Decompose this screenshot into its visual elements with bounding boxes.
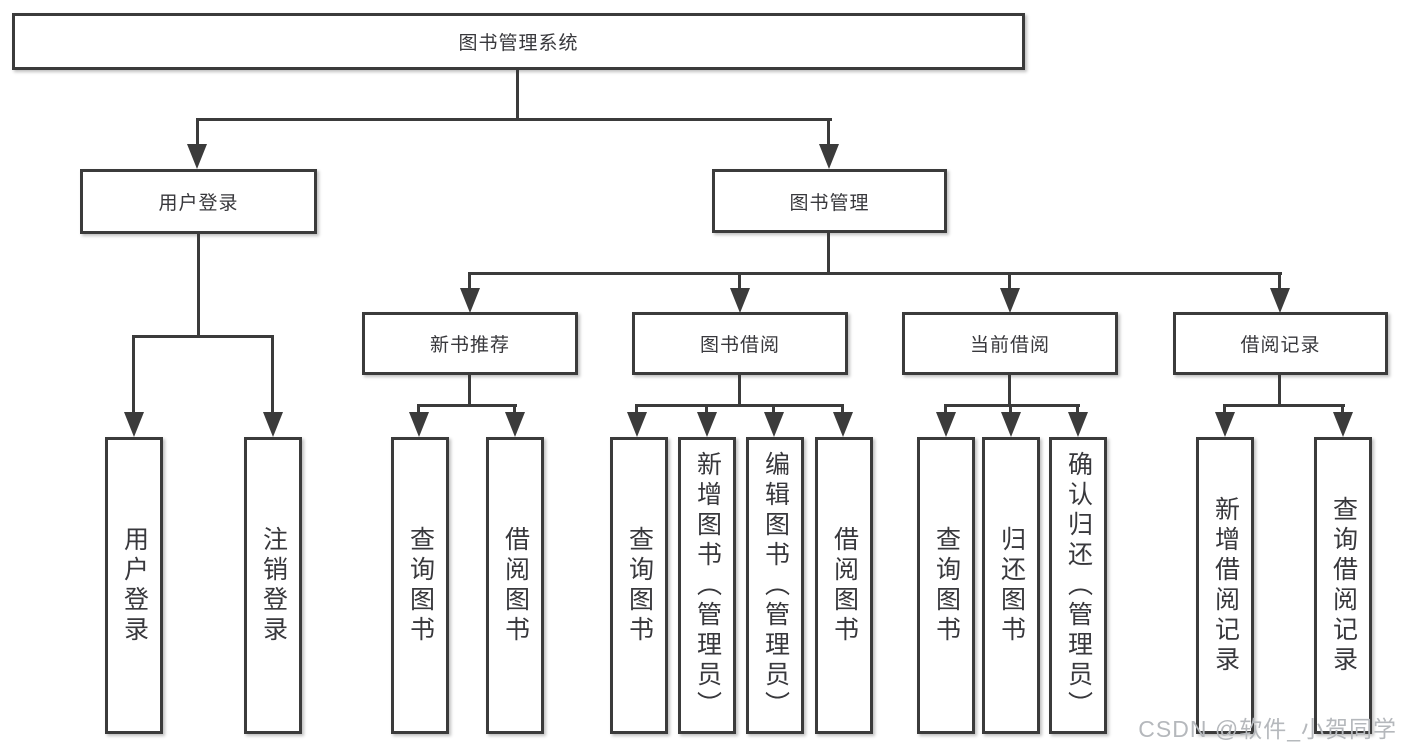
arrow-down-icon [124,412,144,437]
arrow-down-icon [764,412,784,437]
connector-line [944,404,947,414]
arrow-down-icon [409,412,429,437]
node-user-login: 用户登录 [80,169,317,234]
leaf-confirm-return: 确认归还（管理员） [1049,437,1107,734]
arrow-down-icon [1215,412,1235,437]
leaf-logout-label: 注销登录 [259,525,288,646]
connector-line [1341,404,1344,414]
connector-line [635,404,844,407]
node-new-book-recommend: 新书推荐 [362,312,578,375]
connector-line [197,234,200,337]
leaf-borrow-book-2-label: 借阅图书 [830,525,859,646]
leaf-query-book-3-label: 查询图书 [932,525,961,646]
leaf-query-book-1-label: 查询图书 [406,525,435,646]
leaf-confirm-return-label: 确认归还（管理员） [1064,450,1093,721]
arrow-down-icon [1000,288,1020,313]
node-root-label: 图书管理系统 [458,33,579,54]
connector-line [1278,375,1281,406]
leaf-edit-book: 编辑图书（管理员） [746,437,804,734]
leaf-return-book-label: 归还图书 [997,525,1026,646]
node-book-management-label: 图书管理 [789,192,870,214]
node-borrow-records-label: 借阅记录 [1240,335,1321,356]
arrow-down-icon [460,288,480,313]
connector-line [132,335,274,338]
connector-line [196,118,832,121]
connector-line [468,272,1282,275]
connector-line [468,375,471,406]
connector-line [1076,404,1079,414]
connector-line [417,404,517,407]
arrow-down-icon [1270,288,1290,313]
arrow-down-icon [730,288,750,313]
arrow-down-icon [1001,412,1021,437]
node-current-borrow: 当前借阅 [902,312,1118,375]
connector-line [196,118,199,146]
arrow-down-icon [263,412,283,437]
connector-line [1223,404,1226,414]
arrow-down-icon [1068,412,1088,437]
leaf-return-book: 归还图书 [982,437,1040,734]
arrow-down-icon [936,412,956,437]
arrow-down-icon [627,412,647,437]
leaf-query-book-3: 查询图书 [917,437,975,734]
node-book-borrow: 图书借阅 [632,312,848,375]
connector-line [705,404,708,414]
leaf-query-borrow-record: 查询借阅记录 [1314,437,1372,734]
leaf-query-book-2: 查询图书 [610,437,668,734]
connector-line [516,70,519,120]
arrow-down-icon [505,412,525,437]
node-current-borrow-label: 当前借阅 [969,335,1050,356]
leaf-query-book-1: 查询图书 [391,437,449,734]
connector-line [1008,272,1011,290]
node-new-book-recommend-label: 新书推荐 [429,335,510,356]
connector-line [468,272,471,290]
csdn-watermark: CSDN @软件_小贺同学 [1138,716,1397,742]
leaf-borrow-book-1: 借阅图书 [486,437,544,734]
arrow-down-icon [833,412,853,437]
leaf-logout: 注销登录 [244,437,302,734]
leaf-user-login-label: 用户登录 [120,525,149,646]
arrow-down-icon [819,144,839,169]
connector-line [1278,272,1281,290]
connector-line [944,404,1080,407]
arrow-down-icon [187,144,207,169]
leaf-add-borrow-record: 新增借阅记录 [1196,437,1254,734]
node-borrow-records: 借阅记录 [1173,312,1388,375]
leaf-borrow-book-1-label: 借阅图书 [501,525,530,646]
leaf-add-book: 新增图书（管理员） [678,437,736,734]
connector-line [827,233,830,274]
leaf-query-book-2-label: 查询图书 [625,525,654,646]
node-root: 图书管理系统 [12,13,1025,70]
leaf-add-book-label: 新增图书（管理员） [693,450,722,721]
leaf-borrow-book-2: 借阅图书 [815,437,873,734]
node-book-management: 图书管理 [712,169,947,233]
connector-line [738,375,741,406]
leaf-edit-book-label: 编辑图书（管理员） [761,450,790,721]
connector-line [841,404,844,414]
connector-line [417,404,420,414]
arrow-down-icon [1333,412,1353,437]
connector-line [271,335,274,415]
node-user-login-label: 用户登录 [158,193,239,214]
connector-line [738,272,741,290]
arrow-down-icon [697,412,717,437]
node-book-borrow-label: 图书借阅 [699,335,780,356]
leaf-add-borrow-record-label: 新增借阅记录 [1211,495,1240,676]
connector-line [635,404,638,414]
connector-line [827,118,830,146]
connector-line [772,404,775,414]
connector-line [513,404,516,414]
leaf-user-login: 用户登录 [105,437,163,734]
connector-line [1008,375,1011,406]
connector-line [1009,404,1012,414]
connector-line [132,335,135,415]
leaf-query-borrow-record-label: 查询借阅记录 [1329,495,1358,676]
connector-line [1223,404,1345,407]
